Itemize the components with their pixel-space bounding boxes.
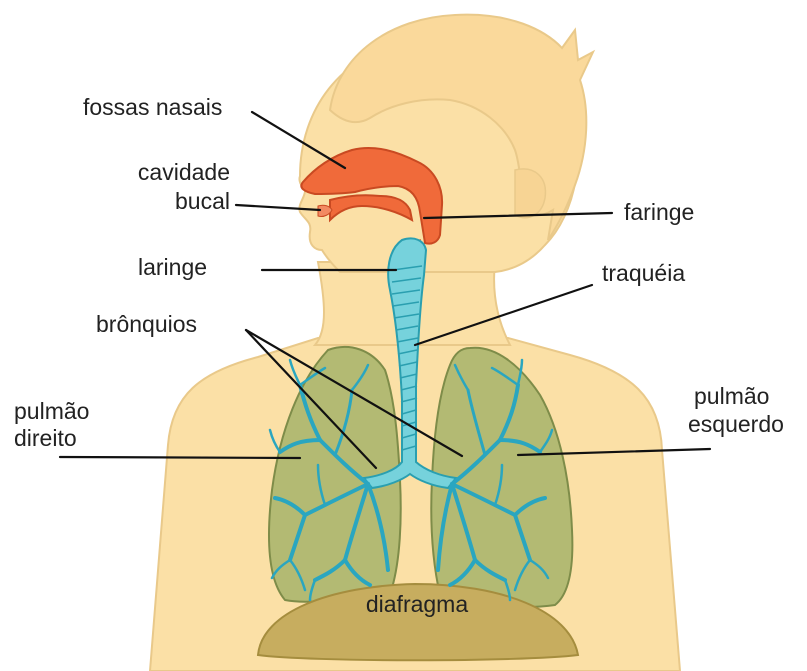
label-diafragma: diafragma	[366, 591, 468, 617]
label-pulmao-esquerdo-1: pulmão	[694, 383, 769, 409]
label-bucal: bucal	[175, 188, 230, 214]
label-bronquios: brônquios	[96, 311, 197, 337]
label-pulmao-esquerdo-2: esquerdo	[688, 411, 784, 437]
label-pulmao-direito-2: direito	[14, 425, 77, 451]
label-faringe: faringe	[624, 199, 694, 225]
label-laringe: laringe	[138, 254, 207, 280]
label-pulmao-direito-1: pulmão	[14, 398, 89, 424]
label-traqueia: traquéia	[602, 260, 685, 286]
label-fossas-nasais: fossas nasais	[83, 94, 222, 120]
leader-pulmao-direito	[60, 457, 300, 458]
label-cavidade: cavidade	[138, 159, 230, 185]
